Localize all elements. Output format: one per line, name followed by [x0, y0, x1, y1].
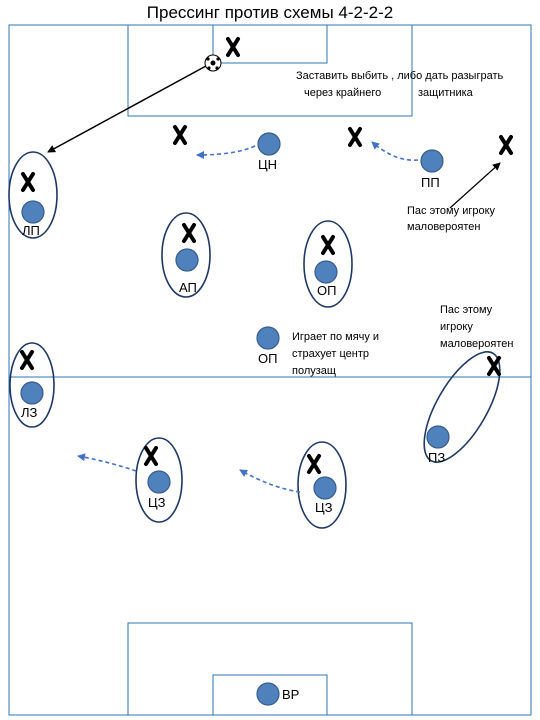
- opponent-x-icon: [144, 446, 158, 466]
- note-op-center-2: страхует центр: [292, 348, 370, 360]
- top-goal-box: [212, 24, 328, 64]
- player-vr: [256, 682, 280, 706]
- opponent-x-icon: [21, 172, 35, 192]
- player-op-right: [314, 260, 338, 284]
- opponent-x-icon: [226, 37, 240, 57]
- pass-arrow-to-unlikely: [449, 162, 501, 209]
- label-lp: ЛП: [22, 223, 40, 238]
- opponent-x-icon: [348, 127, 362, 147]
- opponent-x-icon: [307, 454, 321, 474]
- note-unlikely-pp-2: маловероятен: [407, 221, 481, 233]
- label-op-right: ОП: [317, 283, 337, 298]
- run-arrow-cz-right: [239, 469, 301, 493]
- opponent-x-icon: [173, 125, 187, 145]
- label-cn: ЦН: [258, 157, 278, 172]
- ellipse-lp: [8, 151, 58, 239]
- run-arrow-cn: [196, 145, 256, 159]
- note-force-line2a: через крайнего: [304, 87, 382, 99]
- player-cz-left: [147, 470, 171, 494]
- label-op-center: ОП: [258, 351, 278, 366]
- note-op-center-3: полузащ: [292, 365, 336, 377]
- ellipse-ap: [161, 212, 211, 298]
- player-cn: [257, 132, 281, 156]
- field-boundary: [8, 24, 532, 716]
- note-op-center-1: Играет по мячу и: [292, 331, 380, 343]
- player-lp: [21, 200, 45, 224]
- player-cz-right: [313, 476, 337, 500]
- opponent-x-icon: [487, 356, 501, 376]
- player-pp: [420, 149, 444, 173]
- player-op-center: [256, 326, 280, 350]
- pass-arrow-to-lp: [47, 65, 207, 153]
- player-pz: [426, 425, 450, 449]
- ellipse-lz: [9, 342, 55, 428]
- label-cz-right: ЦЗ: [315, 500, 333, 515]
- ellipse-cz-right: [297, 441, 347, 529]
- label-cz-left: ЦЗ: [148, 495, 166, 510]
- note-force-line2b: защитника: [418, 87, 473, 99]
- label-ap: АП: [179, 280, 197, 295]
- label-lz: ЛЗ: [21, 405, 38, 420]
- note-unlikely-pz-2: игроку: [440, 321, 473, 333]
- player-ap: [175, 248, 199, 272]
- football-field: [8, 24, 532, 716]
- note-unlikely-pz-3: маловероятен: [440, 338, 514, 350]
- note-unlikely-pp-1: Пас этому игроку: [407, 205, 496, 217]
- opponent-x-icon: [20, 350, 34, 370]
- ellipse-op-right: [303, 220, 353, 308]
- bottom-goal-box: [212, 674, 328, 716]
- label-vr: ВР: [282, 687, 300, 702]
- diagram-title: Прессинг против схемы 4-2-2-2: [146, 3, 394, 22]
- opponent-x-icon: [499, 135, 513, 155]
- label-pz: ПЗ: [428, 450, 446, 465]
- opponents: [20, 37, 513, 474]
- ball-icon: [204, 54, 222, 72]
- run-arrow-cz-left: [77, 453, 137, 472]
- label-pp: ПП: [421, 175, 440, 190]
- opponent-x-icon: [182, 223, 196, 243]
- note-force-line1: Заставить выбить , либо дать разыграть: [296, 70, 504, 82]
- ellipse-cz-left: [135, 437, 183, 523]
- player-lz: [20, 381, 44, 405]
- note-unlikely-pz-1: Пас этому: [440, 304, 493, 316]
- ellipse-pz: [423, 351, 501, 463]
- run-arrow-pp: [371, 141, 419, 161]
- opponent-x-icon: [321, 235, 335, 255]
